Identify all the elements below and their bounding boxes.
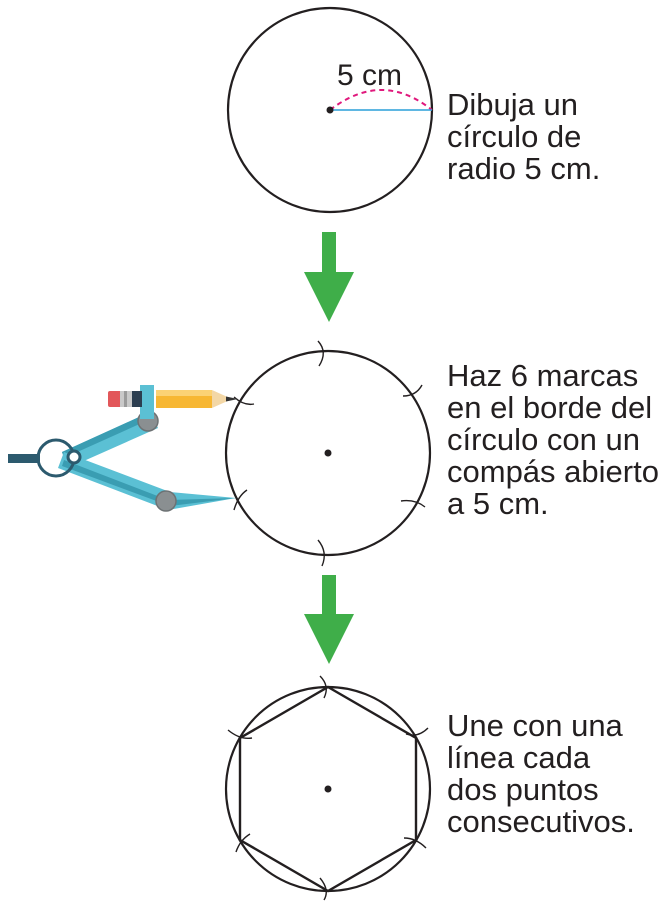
radius-arc-dashed — [329, 89, 433, 111]
step1-instruction: Dibuja un círculo de radio 5 cm. — [447, 89, 667, 185]
center-point — [324, 785, 332, 793]
step3-figure — [224, 675, 432, 901]
instruction-line: en el borde del — [447, 390, 653, 425]
arrow-down-icon — [304, 232, 354, 322]
pencil-icon — [108, 390, 238, 408]
instruction-line: Une con una — [447, 708, 623, 743]
arrow-down-icon — [304, 575, 354, 664]
arc-mark — [400, 499, 426, 508]
step1-figure: 5 cm — [226, 6, 434, 214]
radius-label: 5 cm — [337, 59, 402, 92]
instruction-line: radio 5 cm. — [447, 151, 601, 186]
arc-mark — [233, 489, 248, 511]
instruction-line: círculo con un — [447, 422, 640, 457]
arc-mark — [317, 340, 324, 367]
arc-mark — [319, 675, 327, 699]
arc-mark — [319, 877, 327, 901]
instruction-line: compás abierto — [447, 454, 659, 489]
arc-mark — [405, 727, 429, 736]
instruction-line: Haz 6 marcas — [447, 358, 639, 393]
compass-icon — [8, 385, 236, 512]
instruction-line: línea cada — [447, 740, 591, 775]
arc-mark — [235, 833, 251, 853]
arc-mark — [227, 729, 253, 740]
step3-instruction: Une con una línea cada dos puntos consec… — [447, 710, 667, 838]
step2-instruction: Haz 6 marcas en el borde del círculo con… — [447, 360, 667, 520]
arc-mark — [317, 539, 325, 567]
instruction-line: dos puntos — [447, 772, 599, 807]
step2-circle — [224, 349, 432, 557]
arc-mark — [403, 837, 427, 849]
instruction-line: círculo de — [447, 119, 582, 154]
instruction-line: consecutivos. — [447, 804, 635, 839]
center-point — [324, 449, 332, 457]
instruction-line: Dibuja un — [447, 87, 578, 122]
inscribed-hexagon — [238, 685, 418, 893]
instruction-line: a 5 cm. — [447, 486, 549, 521]
arc-mark — [402, 384, 423, 397]
step2-figure — [8, 340, 432, 567]
arc-mark — [233, 396, 255, 406]
center-point — [326, 106, 334, 114]
